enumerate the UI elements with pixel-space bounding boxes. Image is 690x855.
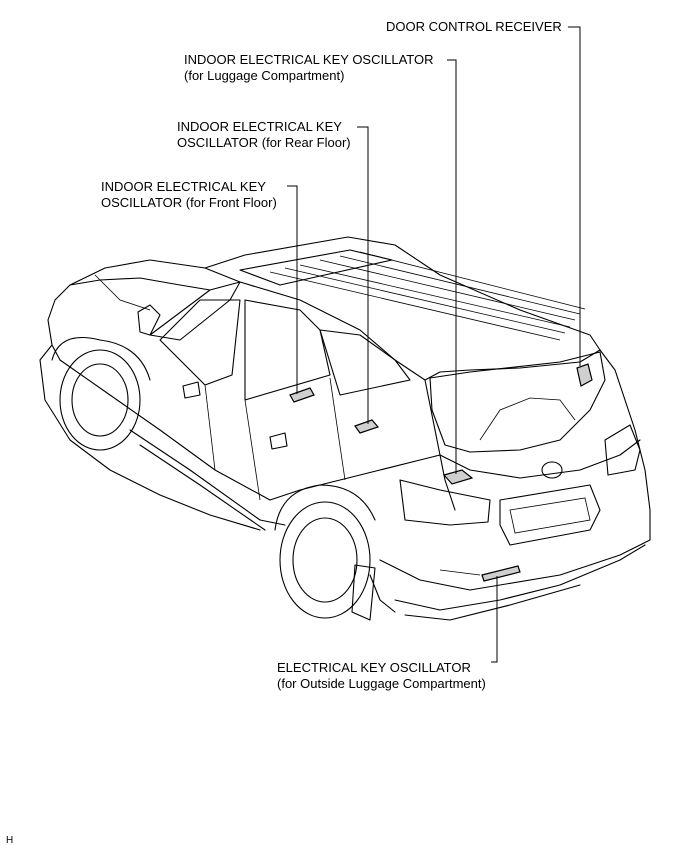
label-outside-oscillator-line2: (for Outside Luggage Compartment)	[277, 676, 486, 691]
leader-door-control-receiver	[568, 26, 581, 366]
luggage-oscillator-part	[442, 469, 474, 485]
leader-outside-oscillator	[491, 576, 498, 663]
corner-mark: H	[6, 835, 14, 846]
label-rear-floor-oscillator-line2: OSCILLATOR (for Rear Floor)	[177, 135, 351, 150]
door-control-receiver-part	[576, 363, 593, 387]
label-rear-floor-oscillator-line1: INDOOR ELECTRICAL KEY	[177, 119, 342, 134]
leader-front-floor-oscillator	[287, 185, 298, 394]
leader-lines	[287, 26, 581, 663]
label-luggage-oscillator-line1: INDOOR ELECTRICAL KEY OSCILLATOR	[184, 52, 434, 67]
outside-oscillator-part	[481, 565, 521, 582]
label-door-control-receiver: DOOR CONTROL RECEIVER	[386, 19, 562, 34]
leader-rear-floor-oscillator	[357, 126, 369, 424]
suv-illustration	[39, 236, 651, 621]
leader-luggage-oscillator	[447, 59, 457, 474]
label-outside-oscillator-line1: ELECTRICAL KEY OSCILLATOR	[277, 660, 471, 675]
label-front-floor-oscillator-line1: INDOOR ELECTRICAL KEY	[101, 179, 266, 194]
rear-floor-oscillator-part	[354, 419, 380, 434]
label-luggage-oscillator-line2: (for Luggage Compartment)	[184, 68, 345, 83]
front-floor-oscillator-part	[289, 387, 315, 403]
label-front-floor-oscillator-line2: OSCILLATOR (for Front Floor)	[101, 195, 277, 210]
